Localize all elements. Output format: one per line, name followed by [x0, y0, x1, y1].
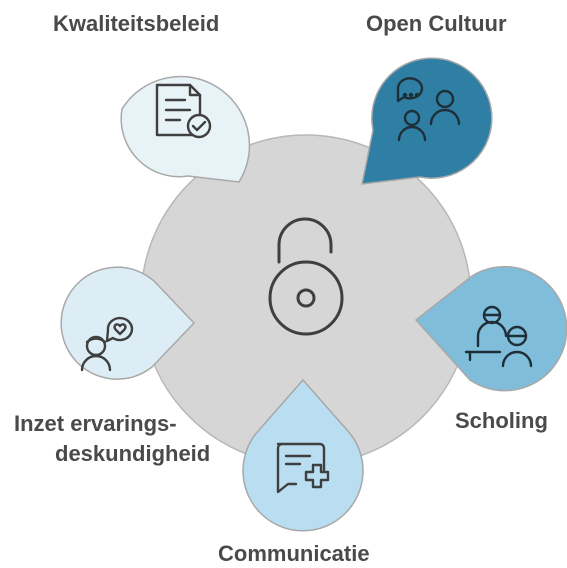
- person-heart-chat-icon: [80, 316, 134, 372]
- label-scholing: Scholing: [455, 408, 548, 433]
- teacher-student-icon: [464, 305, 533, 368]
- petal-open-cultuur[interactable]: [361, 57, 493, 185]
- people-chat-icon: [396, 77, 461, 142]
- message-plus-icon: [276, 442, 330, 494]
- label-open-cultuur: Open Cultuur: [366, 11, 507, 36]
- label-inzet-line1: Inzet ervarings-: [14, 411, 177, 436]
- label-communicatie: Communicatie: [218, 541, 370, 566]
- label-kwaliteitsbeleid: Kwaliteitsbeleid: [53, 11, 220, 36]
- unlocked-padlock-icon: [268, 217, 344, 336]
- label-inzet-line2: deskundigheid: [55, 441, 211, 466]
- petal-inzet-ervaringsdeskundigheid[interactable]: [60, 266, 196, 380]
- petal-kwaliteitsbeleid[interactable]: [120, 75, 251, 183]
- document-check-icon: [155, 83, 212, 139]
